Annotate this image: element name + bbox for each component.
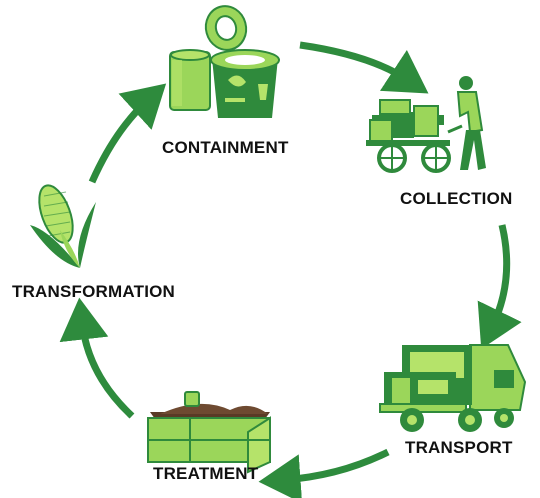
stage-label-transformation: TRANSFORMATION <box>12 282 176 301</box>
stage-label-transport: TRANSPORT <box>405 438 513 457</box>
truck-icon <box>379 344 527 432</box>
cart-worker-icon <box>366 76 486 173</box>
corn-icon <box>30 184 96 268</box>
arrow-containment-to-collection <box>299 41 429 94</box>
arrow-treatment-to-transformation <box>59 297 135 419</box>
arrow-transport-to-treatment <box>258 448 390 498</box>
toilet-icon <box>169 5 280 118</box>
arrow-transformation-to-containment <box>88 83 167 184</box>
stage-label-containment: CONTAINMENT <box>162 138 289 157</box>
stage-label-collection: COLLECTION <box>400 189 513 208</box>
arrow-collection-to-transport <box>477 224 522 350</box>
treatment-bed-icon <box>147 391 271 474</box>
stage-label-treatment: TREATMENT <box>153 464 259 483</box>
